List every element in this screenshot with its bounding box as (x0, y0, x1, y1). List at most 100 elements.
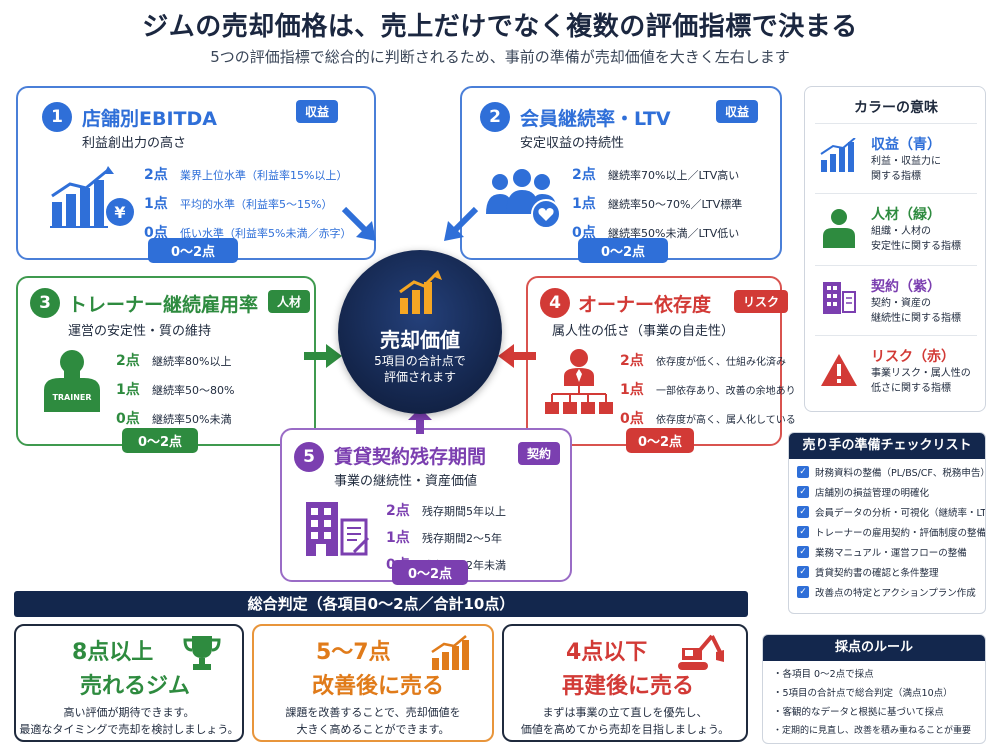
score-text: 残存期間5年以上 (422, 505, 506, 518)
legend-item-desc: 契約・資産の継続性に関する指標 (871, 296, 961, 326)
result-improve: 5〜7点 改善後に売る 課題を改善することで、売却価値を大きく高めることができま… (252, 624, 494, 742)
score-point: 0点 (144, 225, 168, 241)
checklist-item[interactable]: ✓財務資料の整備（PL/BS/CF、税務申告） (797, 465, 985, 479)
chart-yen-icon: ¥ (50, 166, 134, 228)
legend-desc-line: 低さに関する指標 (871, 383, 951, 394)
center-subtitle: 5項目の合計点で 評価されます (338, 353, 502, 385)
category-tag: リスク (734, 290, 789, 313)
card-number: 3 (30, 288, 60, 318)
growth-chart-icon (431, 635, 469, 670)
card-number: 2 (480, 102, 510, 132)
checkbox-checked-icon[interactable]: ✓ (797, 546, 809, 558)
checklist-item[interactable]: ✓賃貸契約書の確認と条件整理 (797, 565, 977, 579)
checkbox-checked-icon[interactable]: ✓ (797, 586, 809, 598)
person-icon (823, 209, 855, 248)
score-point: 0点 (572, 225, 596, 241)
card-number: 4 (540, 288, 570, 318)
checkbox-checked-icon[interactable]: ✓ (797, 466, 809, 478)
score-point: 2点 (144, 167, 168, 183)
warning-icon (821, 354, 857, 386)
card-subtitle: 運営の安定性・質の維持 (68, 324, 212, 339)
score-text: 依存度が低く、仕組み化済み (656, 357, 786, 368)
score-text: 残存期間2〜5年 (422, 532, 502, 545)
score-range: 0〜2点 (122, 428, 198, 453)
card-ebitda: 1 店舗別EBITDA 利益創出力の高さ 収益 ¥ 2点業界上位水準（利益率15… (16, 86, 376, 263)
rules-item: ・客観的なデータと根拠に基づいて採点 (773, 707, 944, 718)
checklist-item[interactable]: ✓ 店舗別の損益管理の明確化 (797, 485, 977, 499)
checklist-item-label: 改善点の特定とアクションプラン作成 (815, 588, 976, 599)
legend-desc-line: 事業リスク・属人性の (871, 368, 971, 379)
trainer-icon-text: TRAINER (52, 393, 91, 402)
checklist-item[interactable]: ✓トレーナーの雇用契約・評価制度の整備 (797, 525, 985, 539)
checklist-item-label: 業務マニュアル・運営フローの整備 (815, 548, 967, 559)
result-label: 改善後に売る (312, 674, 445, 699)
growth-chart-icon (399, 270, 442, 314)
page-subtitle: 5つの評価指標で総合的に判断されるため、事前の準備が売却価値を大きく左右します (210, 48, 790, 66)
result-desc-line: 価値を高めてから売却を目指しましょう。 (520, 723, 730, 736)
score-text: 継続率50〜70%／LTV標準 (608, 198, 743, 211)
arrow-card2-to-center (444, 206, 479, 241)
page-title: ジムの売却価格は、売上だけでなく複数の評価指標で決まる (142, 12, 858, 42)
result-label: 売れるジム (80, 674, 191, 699)
score-text: 継続率50〜80% (152, 384, 235, 397)
score-list: 2点継続率70%以上／LTV高い 1点継続率50〜70%／LTV標準 0点継続率… (572, 164, 742, 251)
arrow-card1-to-center (341, 206, 376, 241)
score-range: 0〜2点 (392, 560, 468, 585)
legend-desc-line: 安定性に関する指標 (871, 241, 961, 252)
category-tag: 契約 (518, 442, 561, 465)
result-rebuild: 4点以下 再建後に売る まずは事業の立て直しを優先し、価値を高めてから売却を目指… (502, 624, 748, 742)
checklist-item[interactable]: ✓ 業務マニュアル・運営フローの整備 (797, 545, 977, 559)
arrow-card4-to-center (498, 344, 536, 368)
legend-item-title: リスク（赤） (871, 349, 955, 365)
checklist-item-label: 店舗別の損益管理の明確化 (815, 488, 930, 499)
result-desc-line: 高い評価が期待できます。 (63, 706, 195, 719)
result-description: 高い評価が期待できます。最適なタイミングで売却を検討しましょう。 (16, 704, 242, 738)
center-subtitle-line1: 5項目の合計点で (374, 354, 466, 368)
legend-item-contract: 契約（紫） 契約・資産の継続性に関する指標 (815, 265, 977, 335)
legend-desc-line: 関する指標 (871, 171, 921, 182)
card-subtitle: 事業の継続性・資産価値 (334, 474, 478, 489)
card-subtitle: 属人性の低さ（事業の自走性） (552, 324, 735, 339)
card-number: 5 (294, 442, 324, 472)
score-range: 0〜2点 (626, 428, 694, 453)
overall-judgment-header: 総合判定（各項目0〜2点／合計10点） (14, 591, 748, 617)
color-legend: カラーの意味 収益（青） 利益・収益力に関する指標 人材（緑） 組織・人材の安定… (804, 86, 986, 412)
card-trainer-retention: 3 トレーナー継続雇用率 運営の安定性・質の維持 人材 TRAINER 2点継続… (16, 276, 316, 453)
result-sellable: 8点以上 売れるジム 高い評価が期待できます。最適なタイミングで売却を検討しまし… (14, 624, 244, 742)
checkbox-checked-icon[interactable]: ✓ (797, 566, 809, 578)
legend-item-risk: リスク（赤） 事業リスク・属人性の低さに関する指標 (815, 335, 977, 407)
score-point: 1点 (116, 382, 140, 398)
checklist-title: 売り手の準備チェックリスト (789, 433, 985, 459)
rules-item: ・定期的に見直し、改善を積み重ねることが重要 (773, 726, 972, 736)
category-tag: 収益 (296, 100, 339, 123)
score-text: 低い水準（利益率5%未満／赤字） (180, 227, 352, 240)
checkbox-checked-icon[interactable]: ✓ (797, 506, 809, 518)
card-number: 1 (42, 102, 72, 132)
checkbox-checked-icon[interactable]: ✓ (797, 526, 809, 538)
checkbox-checked-icon[interactable]: ✓ (797, 486, 809, 498)
score-list: 2点継続率80%以上 1点継続率50〜80% 0点継続率50%未満 (116, 350, 234, 437)
arrow-card3-to-center (304, 344, 342, 368)
legend-item-title: 契約（紫） (871, 279, 941, 295)
result-desc-line: 課題を改善することで、売却価値を (285, 706, 461, 719)
score-point: 1点 (144, 196, 168, 212)
score-point: 0点 (116, 411, 140, 427)
score-text: 継続率50%未満 (152, 413, 232, 426)
score-point: 1点 (386, 530, 410, 546)
result-description: まずは事業の立て直しを優先し、価値を高めてから売却を目指しましょう。 (504, 704, 746, 738)
result-score: 8点以上 (72, 640, 154, 665)
score-point: 2点 (386, 503, 410, 519)
legend-item-desc: 組織・人材の安定性に関する指標 (871, 224, 961, 254)
checklist-item[interactable]: ✓ 改善点の特定とアクションプラン作成 (797, 585, 977, 599)
excavator-icon (678, 634, 724, 670)
result-desc-line: まずは事業の立て直しを優先し、 (542, 706, 708, 719)
legend-item-title: 収益（青） (871, 137, 941, 153)
result-score: 5〜7点 (316, 640, 391, 665)
checklist-item[interactable]: ✓ 会員データの分析・可視化（継続率・LTV） (797, 505, 985, 519)
building-document-icon (306, 502, 370, 556)
card-retention-ltv: 2 会員継続率・LTV 安定収益の持続性 収益 2点継続率70%以上／LTV高い… (460, 86, 782, 263)
bar-chart-icon (820, 138, 856, 172)
card-subtitle: 安定収益の持続性 (520, 136, 625, 151)
arrow-card5-to-center (408, 408, 432, 434)
checklist-item-label: 会員データの分析・可視化（継続率・LTV） (815, 508, 986, 519)
